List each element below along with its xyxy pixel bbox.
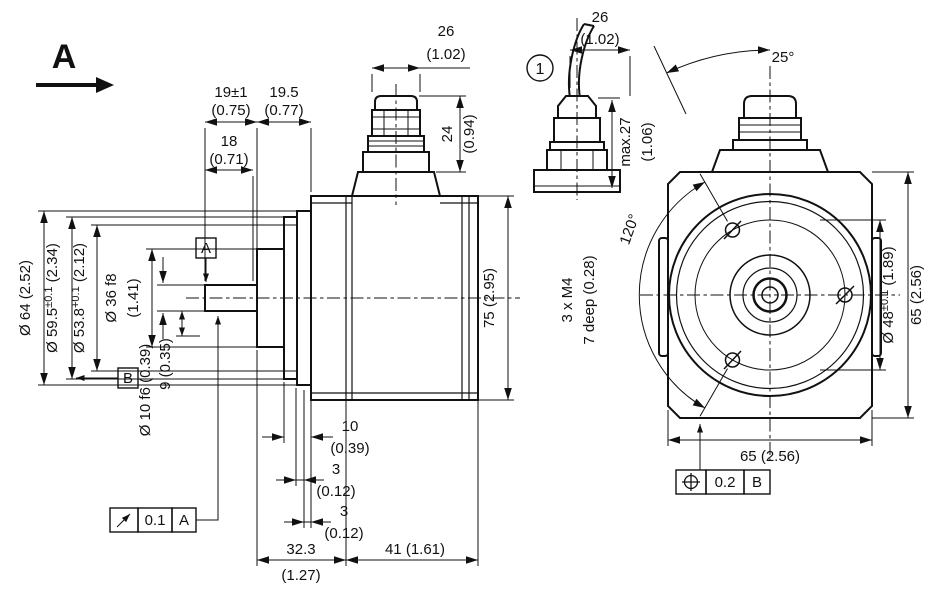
dim-flange-thickness-in: (0.39) (330, 440, 369, 457)
gland-detail-dimensions (526, 46, 631, 188)
dia-36-in: (1.41) (125, 278, 142, 317)
dim-connector-height-in: (0.94) (461, 114, 478, 153)
position-datum: B (752, 474, 762, 491)
runout-icon (116, 513, 131, 528)
screw-slot-bottom (723, 350, 742, 370)
dia-64: Ø 64 (2.52) (17, 260, 34, 336)
side-view-dimensions (38, 64, 514, 566)
datum-a-label: A (201, 240, 211, 257)
dim-step2-in: (0.12) (324, 525, 363, 542)
angle-120-label: 120° (616, 212, 643, 247)
view-label-text: A (52, 38, 77, 76)
angle-120-arc (638, 181, 706, 409)
dim-width-65: 65 (2.56) (740, 448, 800, 465)
dia-53-8: Ø 53.8+0.1 (2.12) (70, 243, 88, 353)
dim-connector-width-in: (1.02) (426, 46, 465, 63)
dim-front-section-in: (1.27) (281, 567, 320, 584)
view-direction-arrowhead (96, 77, 114, 93)
side-view-text: 19±1 (0.75) 19.5 (0.77) 18 (0.71) 26 (1.… (17, 23, 498, 584)
gland-height-mm: max.27 (617, 117, 634, 166)
angle-25-label: 25° (772, 49, 795, 66)
dia-10: Ø 10 f6 (0.39) (137, 344, 154, 437)
gland-width-in: (1.02) (580, 31, 619, 48)
dim-step1-in: (0.12) (316, 483, 355, 500)
runout-fcf (109, 316, 221, 533)
cable-left-edge (568, 23, 585, 99)
mounting-ear-left (658, 237, 669, 357)
dim-shaft-length-in: (0.75) (211, 102, 250, 119)
detail-index-circle (526, 54, 554, 82)
dim-9: 9 (0.35) (157, 338, 174, 390)
dim-connector-height-mm: 24 (439, 126, 456, 143)
dim-front-section-mm: 32.3 (286, 541, 315, 558)
mounting-screws (723, 220, 855, 370)
runout-datum: A (179, 512, 189, 529)
dim-usable-shaft-mm: 18 (221, 133, 238, 150)
gland-width-mm: 26 (592, 9, 609, 26)
dia-59-5: Ø 59.5±0.1 (2.34) (43, 243, 61, 353)
dim-height-65: 65 (2.56) (908, 265, 925, 325)
centerlines (186, 18, 900, 460)
view-direction-label: A (36, 38, 114, 93)
detail-index-number: 1 (536, 61, 545, 78)
dim-body-height: 75 (2.95) (481, 268, 498, 328)
dim-step1-mm: 3 (332, 461, 340, 478)
screw-hole-top (724, 222, 741, 238)
position-tolerance: 0.2 (715, 474, 736, 491)
position-icon (682, 473, 700, 491)
dim-flange-depth-mm: 19.5 (269, 84, 298, 101)
front-view-dimensions (638, 45, 914, 495)
position-fcf (675, 424, 771, 495)
dim-connector-width-mm: 26 (438, 23, 455, 40)
gland-height-in: (1.06) (639, 122, 656, 161)
front-view-text: 25° 120° 3 x M4 7 deep (0.28) Ø 48±0.1 (… (559, 49, 925, 491)
dim-usable-shaft-in: (0.71) (209, 151, 248, 168)
thread-spec: 3 x M4 (559, 277, 576, 322)
runout-tolerance: 0.1 (145, 512, 166, 529)
gland-detail-text: 1 26 (1.02) max.27 (1.06) (536, 9, 656, 167)
screw-slot-top (723, 220, 742, 240)
dim-flange-thickness-mm: 10 (342, 418, 359, 435)
screw-hole-bottom (724, 352, 741, 368)
angle-25-arc (666, 46, 771, 74)
datum-b-label: B (123, 370, 133, 387)
dim-step2-mm: 3 (340, 503, 348, 520)
dim-body-length: 41 (1.61) (385, 541, 445, 558)
dim-shaft-length-mm: 19±1 (214, 84, 247, 101)
connector-rotation-line (653, 45, 687, 115)
dim-flange-depth-in: (0.77) (264, 102, 303, 119)
cable-right-edge (578, 25, 595, 99)
thread-depth: 7 deep (0.28) (581, 255, 598, 344)
dia-36-mm: Ø 36 f8 (103, 273, 120, 322)
side-view-outline (204, 95, 479, 401)
dia-48: Ø 48±0.1 (1.89) (879, 246, 897, 343)
